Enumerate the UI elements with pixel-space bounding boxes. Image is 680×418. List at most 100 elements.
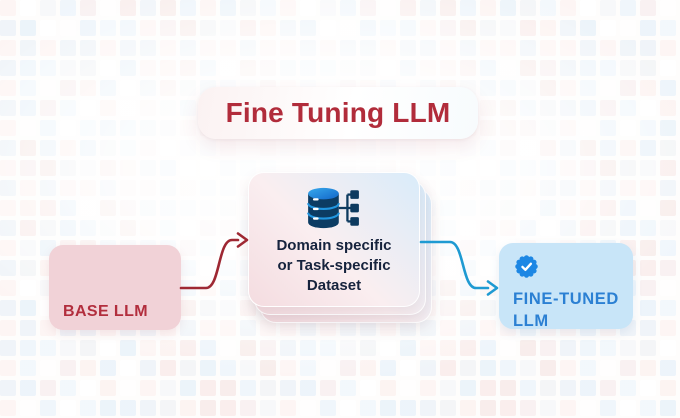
mosaic-tile bbox=[180, 300, 196, 316]
mosaic-tile bbox=[260, 340, 276, 356]
mosaic-tile bbox=[620, 400, 636, 416]
mosaic-tile bbox=[400, 380, 416, 396]
mosaic-tile bbox=[580, 380, 596, 396]
mosaic-tile bbox=[540, 20, 556, 36]
mosaic-tile bbox=[620, 40, 636, 56]
mosaic-tile bbox=[600, 0, 616, 16]
mosaic-tile bbox=[20, 280, 36, 296]
mosaic-tile bbox=[480, 140, 496, 156]
mosaic-tile bbox=[280, 400, 296, 416]
mosaic-tile bbox=[420, 20, 436, 36]
mosaic-tile bbox=[320, 340, 336, 356]
mosaic-tile bbox=[140, 140, 156, 156]
mosaic-tile bbox=[180, 400, 196, 416]
mosaic-tile bbox=[140, 180, 156, 196]
mosaic-tile bbox=[560, 140, 576, 156]
mosaic-tile bbox=[540, 120, 556, 136]
mosaic-tile bbox=[60, 360, 76, 376]
mosaic-tile bbox=[480, 240, 496, 256]
mosaic-tile bbox=[20, 40, 36, 56]
mosaic-tile bbox=[0, 240, 16, 256]
mosaic-tile bbox=[460, 340, 476, 356]
mosaic-tile bbox=[440, 0, 456, 16]
mosaic-tile bbox=[60, 220, 76, 236]
mosaic-tile bbox=[600, 40, 616, 56]
mosaic-tile bbox=[660, 60, 676, 76]
mosaic-tile bbox=[600, 340, 616, 356]
mosaic-tile bbox=[100, 0, 116, 16]
mosaic-tile bbox=[600, 200, 616, 216]
mosaic-tile bbox=[400, 140, 416, 156]
mosaic-tile bbox=[460, 380, 476, 396]
mosaic-tile bbox=[560, 120, 576, 136]
mosaic-tile bbox=[620, 60, 636, 76]
mosaic-tile bbox=[160, 180, 176, 196]
mosaic-tile bbox=[640, 380, 656, 396]
mosaic-tile bbox=[320, 400, 336, 416]
mosaic-tile bbox=[140, 220, 156, 236]
mosaic-tile bbox=[440, 320, 456, 336]
mosaic-tile bbox=[80, 220, 96, 236]
mosaic-tile bbox=[480, 320, 496, 336]
mosaic-tile bbox=[280, 0, 296, 16]
mosaic-tile bbox=[300, 40, 316, 56]
mosaic-tile bbox=[60, 120, 76, 136]
mosaic-tile bbox=[60, 200, 76, 216]
mosaic-tile bbox=[180, 280, 196, 296]
mosaic-tile bbox=[260, 360, 276, 376]
mosaic-tile bbox=[300, 400, 316, 416]
mosaic-tile bbox=[400, 40, 416, 56]
mosaic-tile bbox=[440, 260, 456, 276]
mosaic-tile bbox=[100, 220, 116, 236]
mosaic-tile bbox=[200, 260, 216, 276]
mosaic-tile bbox=[620, 0, 636, 16]
mosaic-tile bbox=[640, 180, 656, 196]
mosaic-tile bbox=[240, 40, 256, 56]
mosaic-tile bbox=[460, 20, 476, 36]
mosaic-tile bbox=[640, 260, 656, 276]
mosaic-tile bbox=[560, 380, 576, 396]
mosaic-tile bbox=[560, 60, 576, 76]
mosaic-tile bbox=[100, 140, 116, 156]
mosaic-tile bbox=[220, 0, 236, 16]
mosaic-tile bbox=[180, 260, 196, 276]
mosaic-tile bbox=[280, 140, 296, 156]
mosaic-tile bbox=[220, 60, 236, 76]
mosaic-tile bbox=[200, 340, 216, 356]
mosaic-tile bbox=[500, 340, 516, 356]
mosaic-tile bbox=[240, 400, 256, 416]
mosaic-tile bbox=[540, 380, 556, 396]
mosaic-tile bbox=[440, 380, 456, 396]
mosaic-tile bbox=[220, 20, 236, 36]
mosaic-tile bbox=[500, 360, 516, 376]
mosaic-tile bbox=[0, 120, 16, 136]
mosaic-tile bbox=[440, 40, 456, 56]
mosaic-tile bbox=[460, 140, 476, 156]
mosaic-tile bbox=[180, 120, 196, 136]
mosaic-tile bbox=[40, 340, 56, 356]
mosaic-tile bbox=[640, 300, 656, 316]
mosaic-tile bbox=[520, 220, 536, 236]
mosaic-tile bbox=[380, 380, 396, 396]
mosaic-tile bbox=[580, 0, 596, 16]
mosaic-tile bbox=[0, 0, 16, 16]
mosaic-tile bbox=[520, 160, 536, 176]
mosaic-tile bbox=[520, 60, 536, 76]
database-schema-icon bbox=[307, 187, 359, 229]
mosaic-tile bbox=[580, 220, 596, 236]
mosaic-tile bbox=[280, 60, 296, 76]
mosaic-tile bbox=[80, 380, 96, 396]
mosaic-tile bbox=[340, 140, 356, 156]
mosaic-tile bbox=[180, 160, 196, 176]
mosaic-tile bbox=[160, 80, 176, 96]
mosaic-tile bbox=[40, 60, 56, 76]
mosaic-tile bbox=[640, 320, 656, 336]
mosaic-tile bbox=[0, 160, 16, 176]
mosaic-tile bbox=[640, 140, 656, 156]
mosaic-tile bbox=[220, 320, 236, 336]
mosaic-tile bbox=[180, 340, 196, 356]
mosaic-tile bbox=[460, 400, 476, 416]
mosaic-tile bbox=[160, 360, 176, 376]
mosaic-tile bbox=[200, 200, 216, 216]
